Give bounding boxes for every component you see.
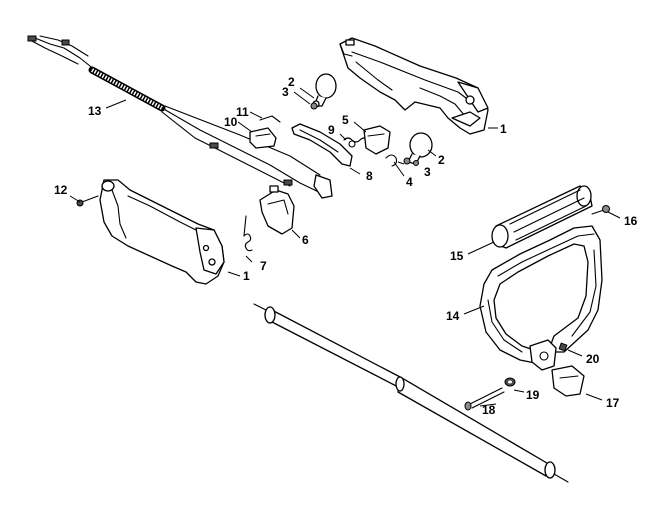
handle-housing-lower (99, 179, 225, 285)
callout-2-upper: 2 (288, 75, 295, 89)
interlock-lever-5 (363, 125, 391, 155)
throttle-assembly-6 (259, 185, 295, 235)
callout-2-lower: 2 (438, 153, 445, 167)
callout-labels: 1 1 2 2 3 3 4 5 6 7 8 9 10 11 12 13 14 1… (54, 75, 638, 417)
nut-19 (504, 377, 516, 387)
spring-7 (243, 215, 253, 252)
callout-1-lower: 1 (243, 269, 250, 283)
loop-handle-14 (479, 225, 603, 365)
leader-lines (69, 87, 621, 407)
callout-15: 15 (450, 249, 464, 263)
callout-9: 9 (328, 123, 335, 137)
callout-16: 16 (624, 214, 638, 228)
screw-16 (591, 205, 610, 215)
contact-spring-11 (259, 115, 281, 123)
callout-19: 19 (526, 388, 540, 402)
callout-11: 11 (236, 105, 249, 119)
spacer-20 (558, 342, 568, 352)
clamp-lower-17 (551, 365, 585, 397)
torsion-spring-9 (343, 137, 369, 148)
callout-12: 12 (54, 183, 68, 197)
spring-4 (385, 154, 398, 167)
bolt-18 (464, 387, 505, 411)
clamp-upper (529, 339, 557, 371)
throttle-trigger (291, 123, 353, 167)
callout-3-lower: 3 (424, 165, 431, 179)
callout-14: 14 (446, 309, 460, 323)
callout-4: 4 (406, 175, 413, 189)
screw-12 (76, 195, 99, 207)
grip-tube-15 (491, 185, 593, 249)
hose-clamp-lower (407, 132, 433, 165)
drive-tube (253, 303, 569, 483)
callout-13: 13 (88, 104, 102, 118)
handle-housing-upper (339, 37, 489, 135)
callout-7: 7 (260, 259, 267, 273)
screw-lower-3 (403, 157, 419, 166)
callout-10: 10 (224, 115, 238, 129)
hose-clamp-upper (312, 73, 337, 108)
callout-6: 6 (302, 233, 309, 247)
callout-8: 8 (366, 169, 373, 183)
callout-5: 5 (342, 113, 349, 127)
stop-switch-10 (249, 127, 277, 149)
screw-upper-3 (310, 102, 318, 110)
callout-1-upper: 1 (500, 122, 507, 136)
callout-17: 17 (606, 396, 620, 410)
throttle-cable (27, 35, 333, 199)
callout-3-upper: 3 (282, 85, 289, 99)
callout-18: 18 (482, 403, 496, 417)
callout-20: 20 (586, 352, 600, 366)
